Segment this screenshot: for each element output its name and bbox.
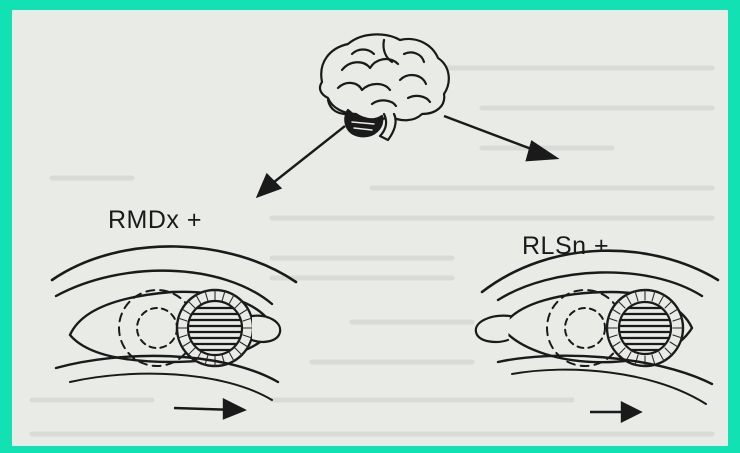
left-eye-label: RMDx + (108, 206, 202, 235)
arrow-to-right-eye (444, 116, 556, 160)
diagram-panel: RMDx + RLSn + (12, 10, 728, 446)
arrow-to-left-eye (258, 126, 345, 196)
left-eye-icon (52, 246, 296, 400)
right-eye-label: RLSn + (522, 232, 609, 261)
right-eye-icon (476, 251, 718, 404)
brain-icon (320, 34, 449, 140)
right-eye-direction-arrow (590, 403, 640, 421)
left-eye-direction-arrow (174, 400, 244, 418)
